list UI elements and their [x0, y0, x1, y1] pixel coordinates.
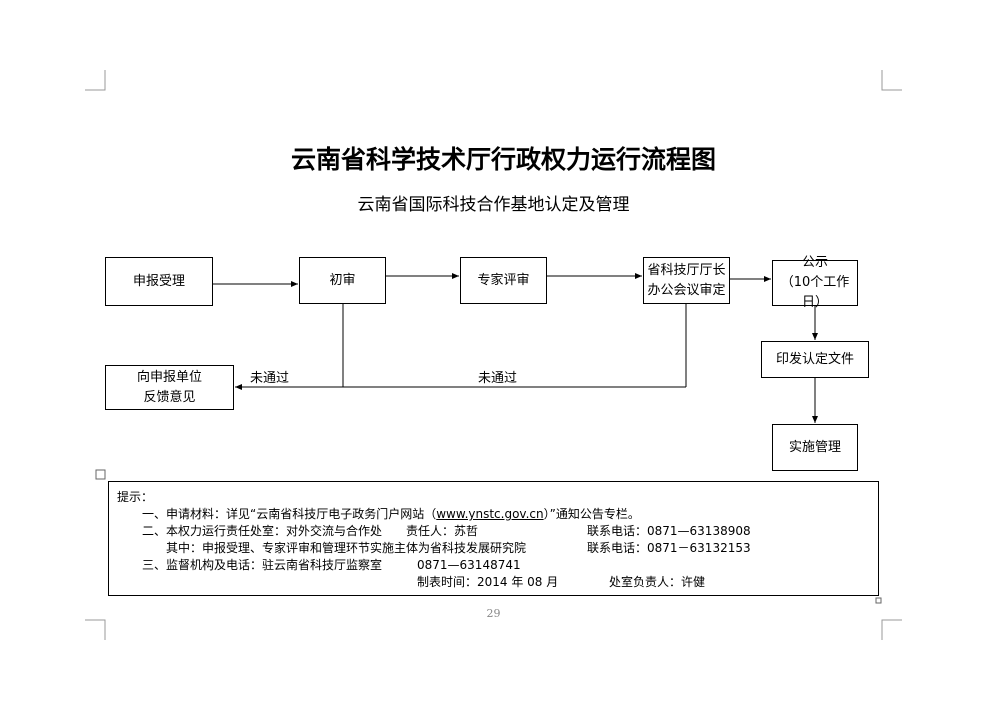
step-director-meeting: 省科技厅厅长办公会议审定 — [643, 257, 730, 304]
page-number: 29 — [486, 607, 501, 620]
note-phone-1: 联系电话：0871—63138908 — [587, 524, 751, 538]
website-link[interactable]: www.ynstc.gov.cn — [436, 507, 544, 521]
note-phone-2: 联系电话：0871－63132153 — [587, 541, 751, 555]
step-initial-review: 初审 — [299, 257, 386, 304]
line2: 反馈意见 — [143, 389, 196, 405]
fail-label-2: 未通过 — [478, 371, 518, 386]
page-title: 云南省科学技术厅行政权力运行流程图 — [290, 145, 716, 174]
line1: 公示 — [801, 255, 828, 270]
note-phone-3: 0871—63148741 — [417, 558, 521, 572]
step-expert-review: 专家评审 — [460, 257, 547, 304]
step-publicity: 公示 （10个工作日） — [772, 255, 858, 310]
line1: 向申报单位 — [136, 369, 202, 385]
step-implementation: 实施管理 — [772, 424, 858, 471]
notes-heading: 提示： — [117, 490, 154, 504]
note-line-3: 其中：申报受理、专家评审和管理环节实施主体为省科技发展研究院 — [166, 541, 527, 555]
text: ）”通知公告专栏。 — [543, 507, 640, 521]
line2: 办公会议审定 — [647, 282, 726, 298]
note-line-2: 二、本权力运行责任处室：对外交流与合作处 — [142, 524, 383, 538]
note-office-head: 处室负责人：许健 — [609, 575, 706, 589]
notes-box: 提示： 一、申请材料：详见“云南省科技厅电子政务门户网站（www.ynstc.g… — [108, 481, 879, 596]
step-issue-document: 印发认定文件 — [761, 341, 869, 378]
note-responsible: 责任人：苏哲 — [406, 524, 479, 538]
line1: 省科技厅厅长 — [647, 262, 726, 278]
page-corner-marks — [85, 70, 902, 640]
note-line-4: 三、监督机构及电话：驻云南省科技厅监察室 — [142, 558, 383, 572]
text: 一、申请材料：详见“云南省科技厅电子政务门户网站（ — [142, 507, 437, 521]
step-feedback: 向申报单位反馈意见 — [105, 365, 234, 410]
page-subtitle: 云南省国际科技合作基地认定及管理 — [357, 195, 630, 215]
step-application: 申报受理 — [105, 257, 213, 306]
note-date: 制表时间：2014 年 08 月 — [417, 575, 559, 589]
note-line-1: 一、申请材料：详见“云南省科技厅电子政务门户网站（www.ynstc.gov.c… — [142, 506, 640, 523]
fail-label-1: 未通过 — [250, 371, 290, 386]
line2: （10个工作日） — [780, 275, 850, 310]
